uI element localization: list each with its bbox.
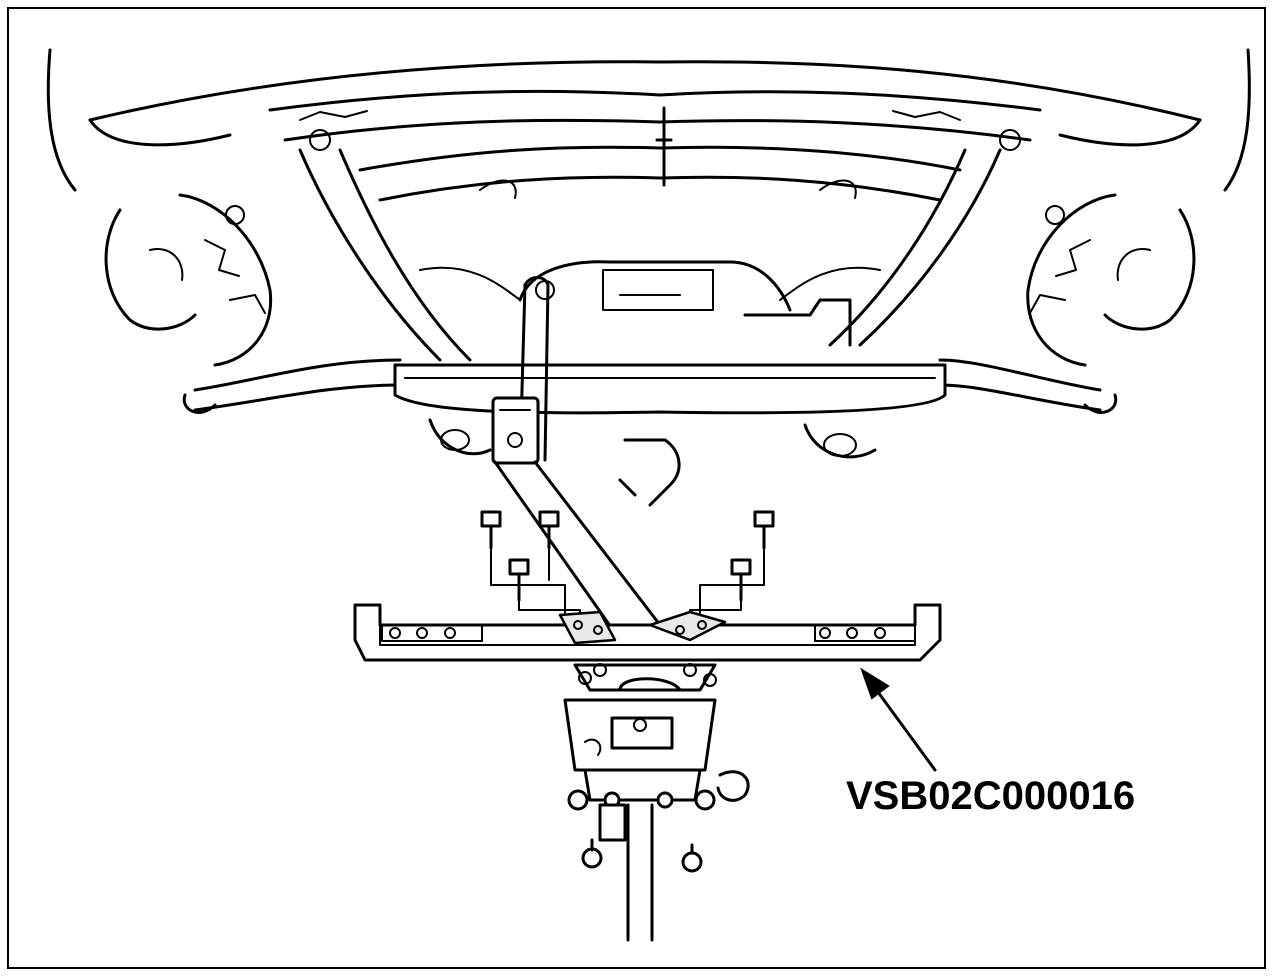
knuckle-right xyxy=(1026,193,1196,367)
support-bracket xyxy=(353,603,942,662)
bolt xyxy=(480,510,502,550)
transmission-jack xyxy=(563,663,750,942)
bolt xyxy=(508,558,530,602)
diagram-frame xyxy=(7,7,1266,969)
bolt-guide-lines xyxy=(490,549,765,626)
mount-bracket xyxy=(491,396,540,465)
upper-frame xyxy=(268,89,1042,202)
part-number-label: VSB02C000016 xyxy=(846,774,1136,818)
diagonal-support xyxy=(493,460,662,642)
bolt xyxy=(538,510,560,550)
mounting-bolts xyxy=(480,510,775,602)
hook-pin xyxy=(618,438,681,507)
callout-arrow xyxy=(860,667,937,772)
differential-housing xyxy=(518,260,852,347)
bolt xyxy=(730,558,752,602)
lower-arms xyxy=(182,148,1118,414)
body-outline xyxy=(46,48,1251,192)
bolt xyxy=(753,510,775,550)
knuckle-left xyxy=(104,193,273,367)
